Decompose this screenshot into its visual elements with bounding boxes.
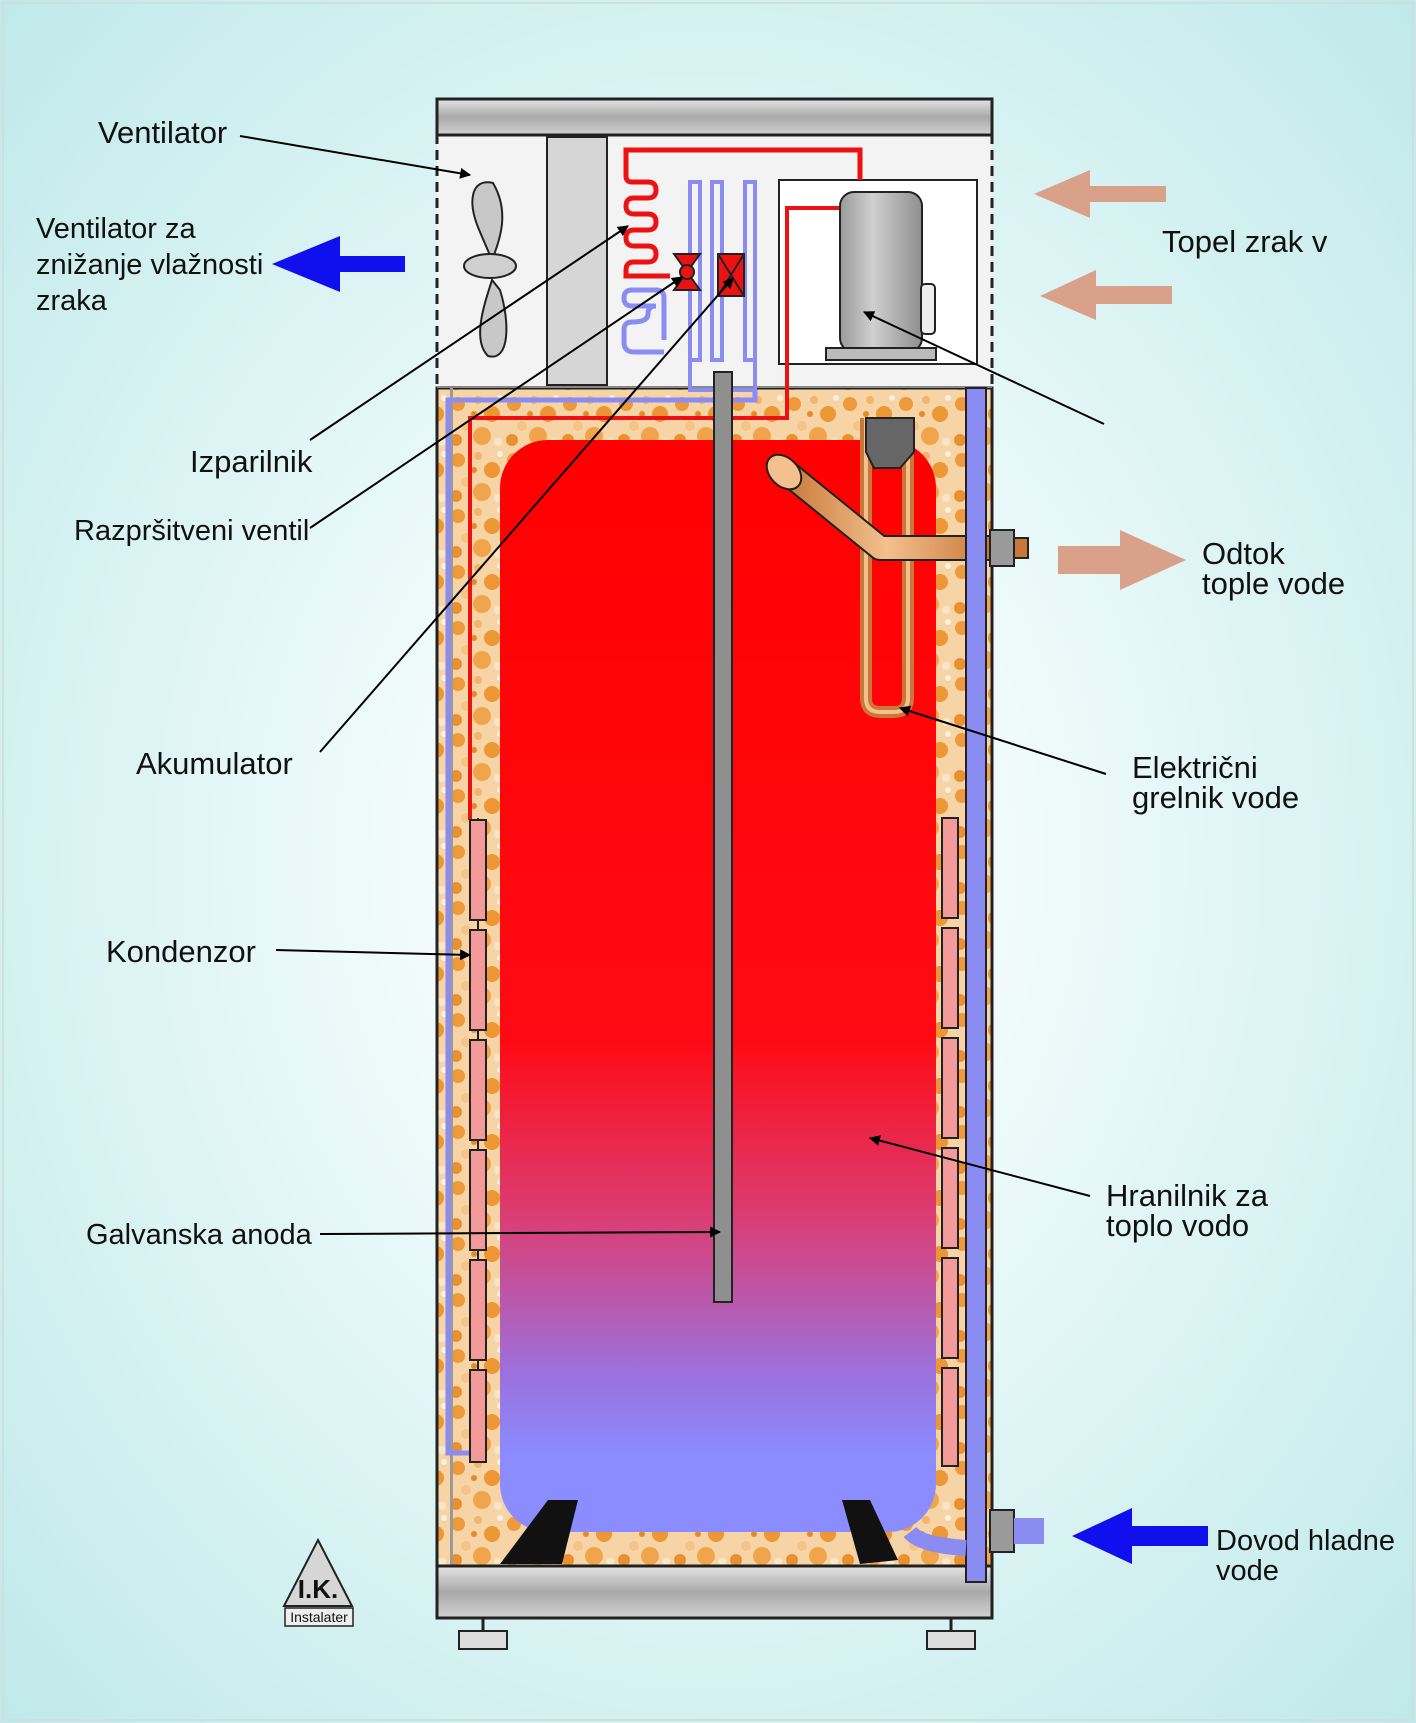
warm-air-arrow-2 bbox=[1040, 270, 1172, 320]
hot-water-outlet-pipe bbox=[765, 453, 1029, 567]
fan-icon bbox=[463, 181, 517, 358]
foot-left bbox=[458, 1630, 508, 1650]
cold-return-line bbox=[445, 390, 758, 1456]
label-cold-in-1: Dovod hladne bbox=[1216, 1525, 1395, 1557]
label-accumulator: Akumulator bbox=[136, 746, 293, 781]
label-warm-air: Topel zrak v bbox=[1162, 224, 1328, 259]
instalater-logo: I.K. Instalater bbox=[282, 1537, 354, 1627]
label-ventilator: Ventilator bbox=[98, 115, 227, 150]
label-cold-in-2: vode bbox=[1216, 1555, 1279, 1587]
labels: Ventilator Ventilator za znižanje vlažno… bbox=[36, 115, 1395, 1587]
hot-water-out-arrow bbox=[1058, 530, 1186, 590]
cold-water-in-arrow bbox=[1072, 1508, 1208, 1564]
label-heater-1: Električni bbox=[1132, 750, 1258, 785]
leader-lines bbox=[239, 135, 1107, 1238]
hot-gas-coil bbox=[468, 147, 863, 820]
logo-caption: Instalater bbox=[290, 1609, 348, 1625]
anode-rod bbox=[713, 371, 733, 1303]
label-hot-water-out-1: Odtok bbox=[1202, 536, 1285, 571]
compressor-icon bbox=[825, 191, 937, 361]
warm-air-arrow-1 bbox=[1034, 170, 1166, 218]
label-anode: Galvanska anoda bbox=[86, 1219, 313, 1251]
label-condenser: Kondenzor bbox=[106, 934, 256, 969]
label-dehumidifier-1: Ventilator za bbox=[36, 213, 196, 245]
electric-heater-icon bbox=[860, 417, 915, 718]
label-dehumidifier-3: zraka bbox=[36, 285, 108, 317]
dehumidify-air-arrow bbox=[272, 236, 405, 292]
condenser-left bbox=[469, 818, 487, 1463]
label-tank-1: Hranilnik za bbox=[1106, 1178, 1269, 1213]
label-tank-2: toplo vodo bbox=[1106, 1208, 1249, 1243]
tank-supports bbox=[500, 1500, 898, 1564]
label-expansion-valve: Razpršitveni ventil bbox=[74, 515, 309, 547]
logo-initials: I.K. bbox=[298, 1574, 338, 1604]
cold-water-inlet-pipe bbox=[903, 387, 1044, 1583]
foot-right bbox=[926, 1630, 976, 1650]
top-cap bbox=[435, 97, 994, 137]
evaporator-coil bbox=[621, 180, 757, 392]
label-hot-water-out-2: tople vode bbox=[1202, 566, 1345, 601]
label-heater-2: grelnik vode bbox=[1132, 780, 1299, 815]
bottom-cap bbox=[435, 1564, 994, 1620]
label-dehumidifier-2: znižanje vlažnosti bbox=[36, 249, 263, 281]
label-evaporator: Izparilnik bbox=[190, 444, 313, 479]
condenser-right bbox=[941, 817, 959, 1467]
